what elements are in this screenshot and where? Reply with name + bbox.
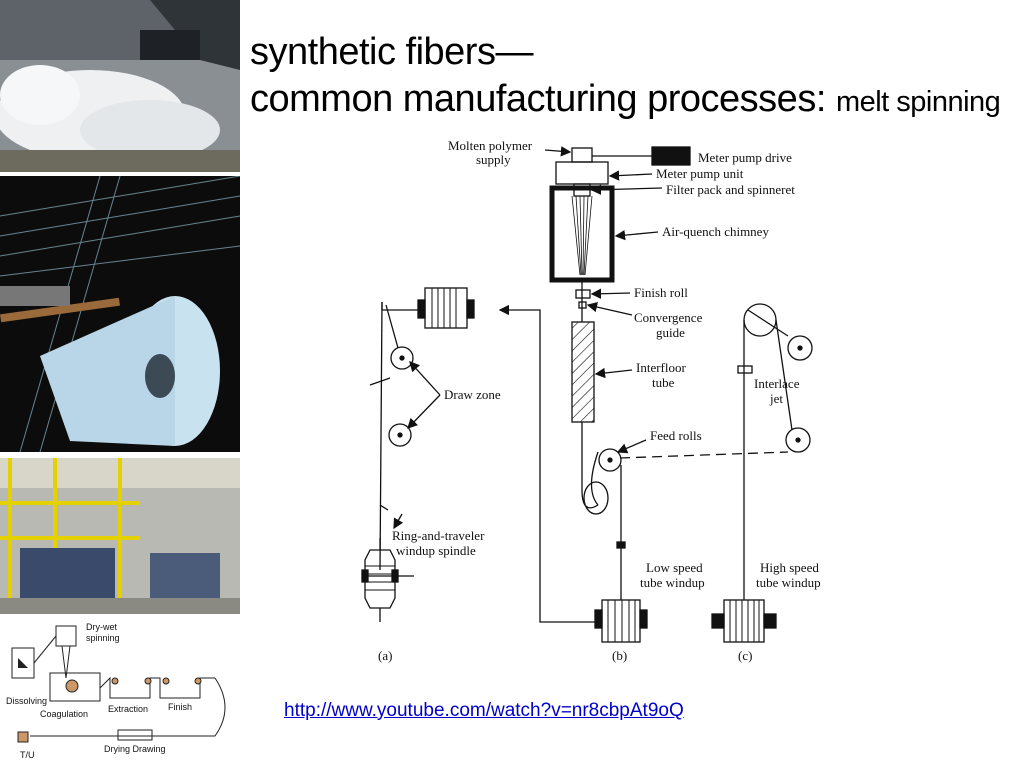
interlace-roll-bottom [785,427,811,453]
draw-roll-upper [390,346,414,370]
label-draw-zone: Draw zone [444,387,501,402]
inset-label-finish: Finish [168,702,192,712]
interlace-jet [737,365,753,374]
label-windup-spindle: windup spindle [396,543,476,558]
polymer-supply-box [571,147,593,163]
title-line-2: common manufacturing processes: melt spi… [250,74,1001,127]
photo-polymer-fluff [0,0,240,172]
label-interlace: Interlace [754,376,800,391]
inset-label-dry-wet: Dry-wet [86,622,117,632]
label-panel-a: (a) [378,648,392,663]
title-line-2-small: melt spinning [835,86,1001,118]
label-high-speed-windup: tube windup [756,575,821,590]
label-air-quench: Air-quench chimney [662,224,769,239]
label-ring-traveler: Ring-and-traveler [392,528,485,543]
label-panel-b: (b) [612,648,627,663]
meter-pump-drive [651,146,691,166]
label-tube: tube [652,375,675,390]
youtube-link[interactable]: http://www.youtube.com/watch?v=nr8cbpAt9… [284,700,684,721]
inset-dry-wet-spinning: Dry-wet spinning Dissolving Coagulation … [0,618,240,768]
inset-label-spinning: spinning [86,633,120,643]
draw-roll-lower [388,423,412,447]
label-supply: supply [476,152,511,167]
inset-label-drying-drawing: Drying Drawing [104,744,166,754]
label-convergence: Convergence [634,310,703,325]
slide-title: synthetic fibers— common manufacturing p… [250,30,1001,127]
label-feed-rolls: Feed rolls [650,428,702,443]
label-guide: guide [656,325,685,340]
finish-roll [575,289,591,299]
label-jet: jet [769,391,783,406]
feed-roll-upper [598,448,622,472]
interlace-roll-top [743,303,777,337]
photo-fiber-spool [0,176,240,452]
title-line-1: synthetic fibers— [250,31,533,73]
label-molten-polymer: Molten polymer [448,138,533,153]
label-high-speed: High speed [760,560,819,575]
draw-godet-top [424,287,468,329]
inset-label-dissolving: Dissolving [6,696,47,706]
inset-label-extraction: Extraction [108,704,148,714]
label-interfloor: Interfloor [636,360,686,375]
label-meter-pump-drive: Meter pump drive [698,150,792,165]
label-meter-pump-unit: Meter pump unit [656,166,744,181]
label-low-speed-windup: tube windup [640,575,705,590]
label-low-speed: Low speed [646,560,703,575]
label-panel-c: (c) [738,648,752,663]
meter-pump-unit [555,161,609,185]
inset-label-tu: T/U [20,750,35,760]
label-finish-roll: Finish roll [634,285,688,300]
melt-spinning-diagram: Molten polymer supply Meter pump drive M… [361,138,821,663]
photo-spinning-plant [0,458,240,614]
title-line-2-main: common manufacturing processes: [250,78,836,120]
label-filter-pack: Filter pack and spinneret [666,182,795,197]
interfloor-tube [571,321,595,423]
inset-label-coagulation: Coagulation [40,709,88,719]
